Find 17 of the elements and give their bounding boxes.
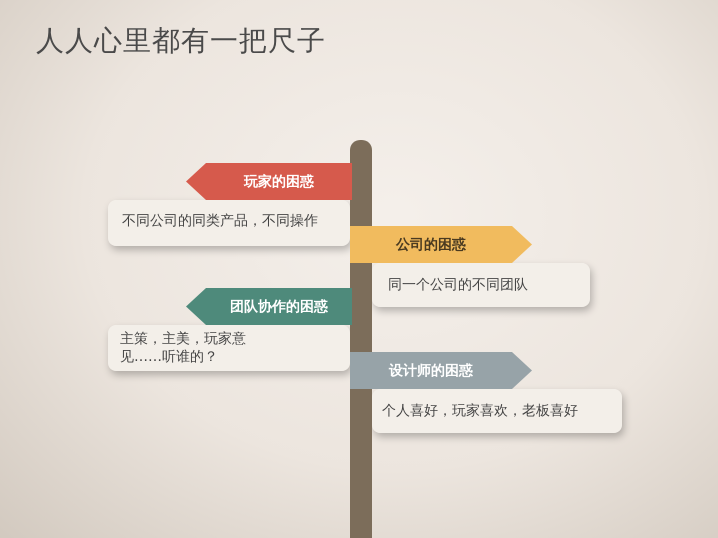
- sign-label: 团队协作的困惑: [229, 298, 329, 316]
- arrow-sign: [350, 226, 532, 263]
- sign-label: 公司的困惑: [394, 236, 467, 254]
- sign-card: [372, 263, 590, 307]
- sign-label: 玩家的困惑: [242, 172, 315, 192]
- title: 人人心里都有一把尺子: [36, 23, 326, 59]
- card-text: 同一个公司的不同团队: [388, 276, 528, 294]
- arrow-sign: [186, 163, 352, 200]
- arrow-sign: [186, 288, 352, 325]
- sign-card: [108, 200, 350, 246]
- card-text: 个人喜好，玩家喜欢，老板喜好: [382, 402, 578, 420]
- sign-label: 设计师的困惑: [388, 362, 474, 380]
- arrow-sign: [350, 352, 532, 389]
- sign-card: [372, 389, 622, 433]
- card-text: 主策，主美，玩家意见……听谁的？: [120, 330, 247, 366]
- card-text: 不同公司的同类产品，不同操作: [122, 212, 318, 230]
- sign-card: [108, 325, 350, 371]
